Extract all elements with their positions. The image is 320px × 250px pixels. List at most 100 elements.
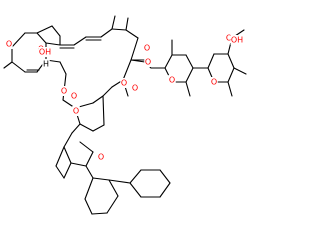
atom-label: O xyxy=(72,106,80,116)
bond xyxy=(92,124,105,132)
bond xyxy=(125,17,129,31)
bond xyxy=(11,32,26,48)
bond xyxy=(36,32,47,44)
atom-label-background xyxy=(60,86,68,96)
bond xyxy=(36,25,53,34)
atom-label: O xyxy=(131,83,139,93)
atom-label-background xyxy=(42,59,50,69)
atom-label-text: O xyxy=(144,44,150,53)
atom-label: O xyxy=(144,57,152,67)
atom-label-text: O xyxy=(98,153,104,162)
atom-label-text: OH xyxy=(231,36,243,45)
atom-label: O xyxy=(168,75,176,85)
bond xyxy=(108,179,131,184)
atom-label-background xyxy=(70,91,78,101)
bond xyxy=(185,67,194,83)
atom-label-text: O xyxy=(211,78,217,87)
bond xyxy=(70,162,87,167)
bond xyxy=(207,53,215,69)
bond xyxy=(63,162,72,179)
bond xyxy=(71,123,81,134)
atom-label: O xyxy=(60,86,68,96)
bond xyxy=(79,123,94,132)
bond xyxy=(92,177,110,181)
atom-label-text: OH xyxy=(39,48,51,57)
atom-label-background xyxy=(72,106,80,116)
atom-label: O xyxy=(225,33,233,43)
bond xyxy=(102,86,113,97)
atom-label: O xyxy=(210,77,218,87)
atom-label-background xyxy=(131,83,139,93)
atom-label-text: O xyxy=(145,58,151,67)
atom-label: O xyxy=(70,91,78,101)
atom-label-text: O xyxy=(132,84,138,93)
atom-label-text: O xyxy=(61,87,67,96)
atom-label-background xyxy=(225,33,233,43)
bond xyxy=(3,61,13,69)
bond xyxy=(45,42,61,46)
atom-label-background xyxy=(5,39,13,49)
atom-label-background xyxy=(38,47,52,57)
atom-label: O xyxy=(97,152,105,162)
bond xyxy=(125,29,139,39)
bond-layer xyxy=(3,15,247,215)
bond xyxy=(227,67,235,83)
bond xyxy=(227,53,235,69)
atom-label-background xyxy=(230,35,244,45)
bond xyxy=(233,67,247,75)
bond xyxy=(185,54,194,69)
bond xyxy=(111,28,127,31)
bond xyxy=(85,165,94,179)
atom-label: OH xyxy=(230,35,244,45)
bond xyxy=(164,54,173,69)
atom-label: O xyxy=(5,39,13,49)
bond xyxy=(129,182,142,198)
bond xyxy=(59,61,67,75)
bond xyxy=(11,61,26,73)
bond xyxy=(159,169,171,184)
atom-label-text: O xyxy=(6,40,12,49)
bond xyxy=(102,95,105,126)
bond xyxy=(51,25,61,37)
bond xyxy=(91,212,108,215)
atom-label-text: O xyxy=(71,92,77,101)
atom-label-layer: OOOHHOOOOOOOOOOOHO xyxy=(5,33,244,162)
bond xyxy=(63,132,73,148)
bond xyxy=(84,177,94,200)
bond xyxy=(55,146,65,167)
atom-label-background xyxy=(168,75,176,85)
atom-label: OH xyxy=(38,47,52,57)
atom-label-background xyxy=(143,43,151,53)
bond xyxy=(130,59,146,63)
bond xyxy=(111,15,116,30)
bond xyxy=(92,95,104,104)
atom-label-text: O xyxy=(73,107,79,116)
atom-label-background xyxy=(210,77,218,87)
atom-label: O xyxy=(143,43,151,53)
atom-label-background xyxy=(97,152,105,162)
bond xyxy=(84,198,93,215)
bond xyxy=(85,151,94,167)
bond xyxy=(122,59,132,81)
atom-label-background xyxy=(144,57,152,67)
bond xyxy=(129,169,142,184)
bond xyxy=(106,195,119,214)
bond xyxy=(108,179,119,197)
atom-label-text: O xyxy=(121,79,127,88)
atom-label-text: O xyxy=(226,34,232,43)
atom-label: H xyxy=(42,59,50,69)
atom-label-text: O xyxy=(169,76,175,85)
bond xyxy=(73,36,87,46)
atom-label: O xyxy=(120,78,128,88)
bond xyxy=(100,28,113,38)
atom-label-text: H xyxy=(43,60,49,69)
bond xyxy=(63,146,72,164)
atom-label-background xyxy=(120,78,128,88)
bond xyxy=(55,165,65,179)
molecule-structure: OOOHHOOOOOOOOOOOHO xyxy=(3,15,247,215)
bond xyxy=(159,182,171,198)
bond xyxy=(79,141,94,153)
bond xyxy=(130,37,139,61)
bond xyxy=(185,81,191,97)
bond xyxy=(227,81,233,97)
